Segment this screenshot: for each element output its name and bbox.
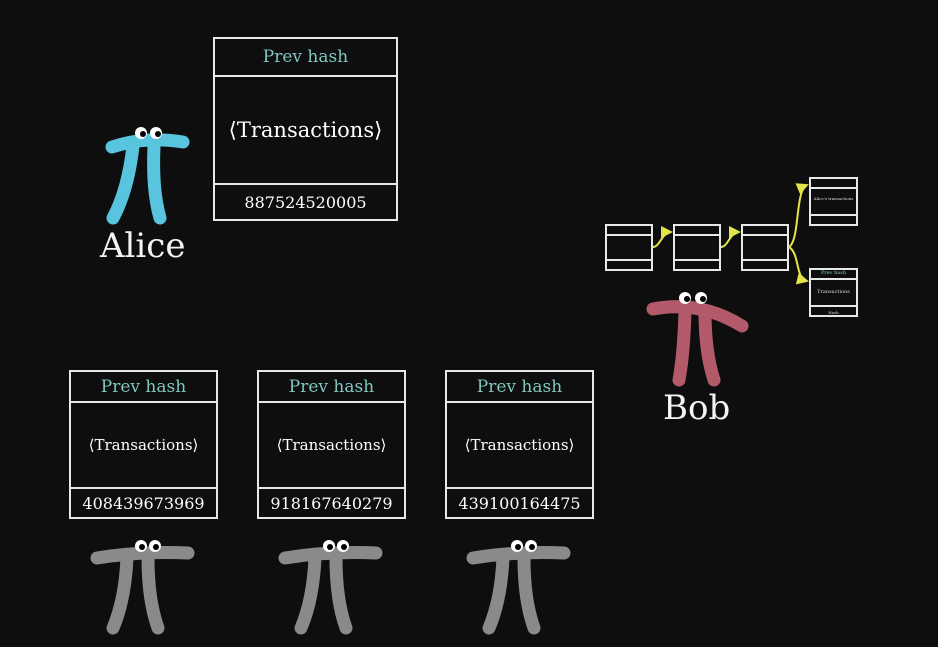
alice-label: Alice <box>100 226 186 266</box>
miner-block-3-nonce: 439100164475 <box>447 487 592 517</box>
chain-arrow-1 <box>652 226 673 248</box>
miner-block-1-transactions: ⟨Transactions⟩ <box>88 436 199 454</box>
bob-label: Bob <box>663 388 731 428</box>
alice-pi-creature <box>105 127 190 225</box>
miner-block-2-transactions: ⟨Transactions⟩ <box>276 436 387 454</box>
chain-arrow-2 <box>720 226 741 248</box>
miner-pi-creature-2 <box>278 540 383 635</box>
bob-fork-bottom-header: Prev hash <box>820 270 847 276</box>
miner-block-1: Prev hash ⟨Transactions⟩ 408439673969 <box>69 370 218 519</box>
miner-block-3-transactions: ⟨Transactions⟩ <box>464 436 575 454</box>
bob-chain-block-2 <box>673 224 721 271</box>
bob-chain-block-3 <box>741 224 789 271</box>
miner-block-1-prev-hash: Prev hash <box>71 372 216 403</box>
miner-block-2: Prev hash ⟨Transactions⟩ 918167640279 <box>257 370 406 519</box>
miner-block-2-nonce: 918167640279 <box>259 487 404 517</box>
miner-block-1-nonce: 408439673969 <box>71 487 216 517</box>
miner-block-2-prev-hash: Prev hash <box>259 372 404 403</box>
bob-fork-top-label: Alice's transactions <box>813 196 854 201</box>
fork-arrow-top <box>788 183 809 248</box>
miner-block-3: Prev hash ⟨Transactions⟩ 439100164475 <box>445 370 594 519</box>
alice-block-nonce: 887524520005 <box>215 183 396 219</box>
bob-chain-block-1 <box>605 224 653 271</box>
miner-pi-creature-3 <box>466 540 571 635</box>
bob-fork-bottom-body: Transactions <box>817 289 850 295</box>
bob-pi-creature <box>646 292 749 387</box>
fork-arrow-bottom <box>788 246 809 285</box>
alice-block-prev-hash: Prev hash <box>215 39 396 77</box>
miner-block-3-prev-hash: Prev hash <box>447 372 592 403</box>
bob-fork-bottom-footer: Hash <box>828 310 839 315</box>
alice-block-transactions: ⟨Transactions⟩ <box>228 118 383 142</box>
bob-fork-block-top: Alice's transactions <box>809 177 858 226</box>
bob-fork-block-bottom: Prev hash Transactions Hash <box>809 268 858 317</box>
miner-pi-creature-1 <box>90 540 195 635</box>
alice-block: Prev hash ⟨Transactions⟩ 887524520005 <box>213 37 398 221</box>
